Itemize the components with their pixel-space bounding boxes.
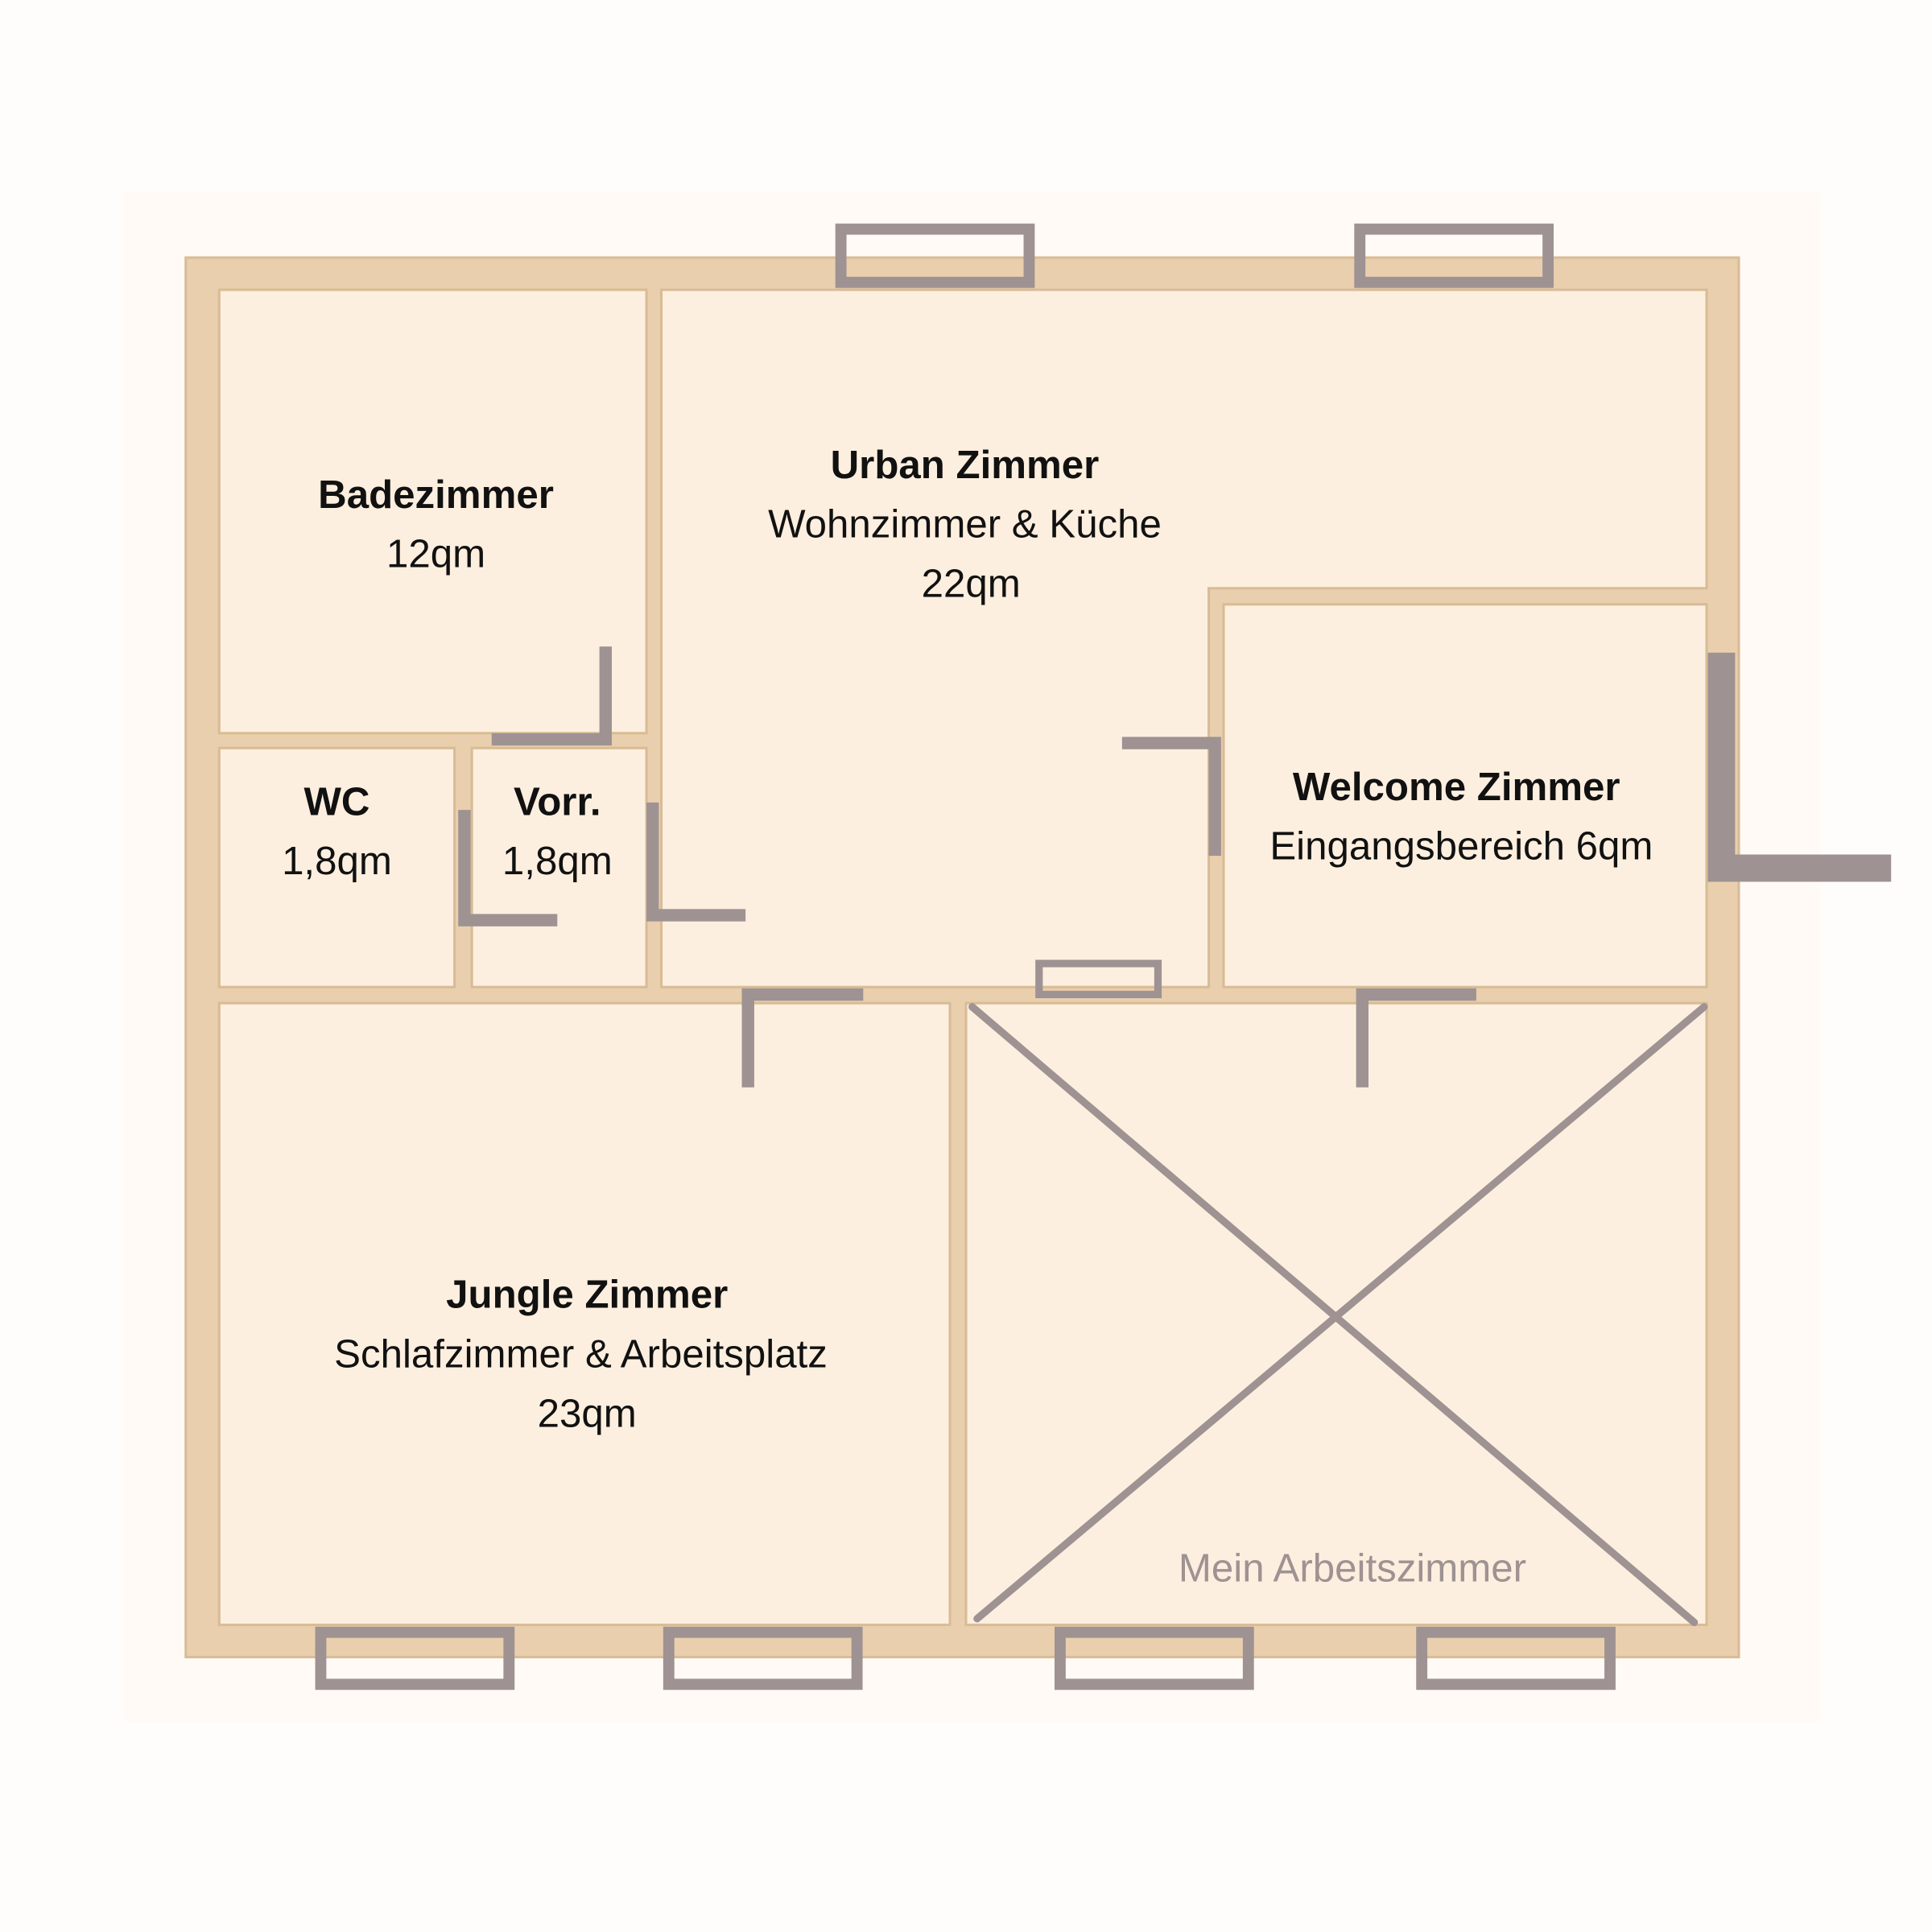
room-area: 1,8qm [282, 839, 392, 883]
room-name: Mein Arbeitszimmer [1179, 1546, 1526, 1591]
room-name: WC [303, 779, 369, 824]
window-small [1035, 960, 1162, 998]
room-desc: Eingangsbereich 6qm [1269, 824, 1653, 869]
room-name: Welcome Zimmer [1293, 765, 1620, 809]
room-name: Badezimmer [318, 473, 554, 517]
room-area: 23qm [538, 1391, 637, 1435]
door-welcome[interactable] [1121, 737, 1221, 857]
room-desc: Schlafzimmer & Arbeitsplatz [334, 1331, 828, 1376]
window [315, 1626, 515, 1690]
room-badezimmer[interactable] [217, 288, 648, 735]
room-name: Jungle Zimmer [446, 1273, 728, 1317]
room-vorraum[interactable] [470, 746, 648, 989]
room-name: Urban Zimmer [831, 443, 1100, 487]
room-area: 1,8qm [502, 839, 613, 883]
door-wc[interactable] [458, 810, 558, 927]
room-wc[interactable] [217, 746, 456, 989]
cross-line [973, 1003, 1708, 1623]
window [663, 1626, 863, 1690]
window [1416, 1626, 1616, 1690]
door-vorraum[interactable] [646, 802, 746, 922]
window [1354, 223, 1554, 288]
window [1055, 1626, 1254, 1690]
room-name: Vorr. [514, 779, 601, 824]
room-welcome-zimmer[interactable] [1222, 603, 1708, 989]
doors [458, 646, 1892, 1088]
room-urban-zimmer[interactable] [660, 288, 1708, 989]
room-jungle-zimmer[interactable] [217, 1001, 952, 1626]
window [835, 223, 1035, 288]
entrance-door[interactable] [1707, 652, 1892, 882]
windows [315, 223, 1616, 1690]
door-arbeitszimmer[interactable] [1356, 988, 1476, 1088]
room-area: 12qm [386, 532, 485, 576]
room-area: 22qm [922, 562, 1021, 606]
room-desc: Wohnzimmer & Küche [768, 502, 1162, 547]
door-badezimmer[interactable] [491, 646, 612, 746]
door-jungle[interactable] [741, 988, 864, 1088]
